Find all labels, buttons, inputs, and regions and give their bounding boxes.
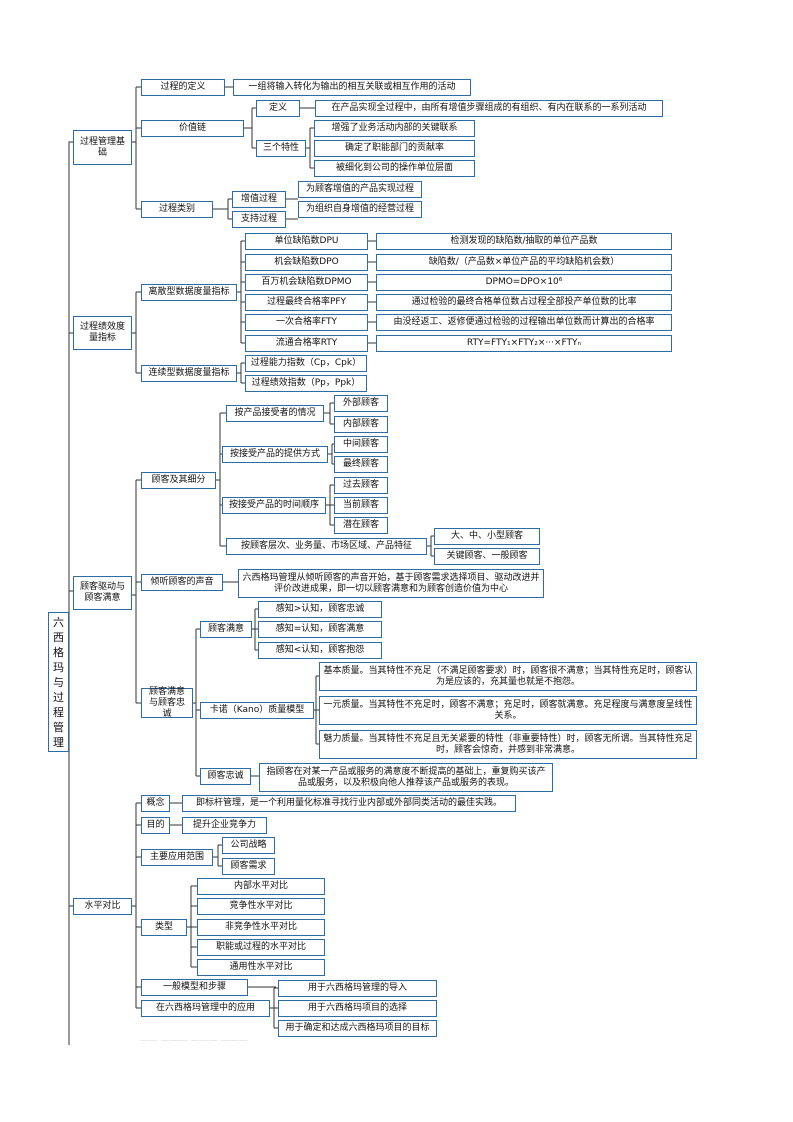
general-model-steps-label[interactable]: 一般模型和步骤	[141, 979, 248, 996]
internal-customer[interactable]: 内部顾客	[334, 416, 388, 433]
continuous-metrics-label[interactable]: 连续型数据度量指标	[141, 365, 237, 382]
app-project-goals[interactable]: 用于确定和达成六西格玛项目的目标	[278, 1020, 437, 1037]
value-chain-trait-3[interactable]: 被细化到公司的操作单位层面	[314, 160, 475, 177]
value-chain-label[interactable]: 价值链	[141, 120, 244, 137]
key-general-customer[interactable]: 关键顾客、一般顾客	[434, 548, 540, 565]
metric-pp-ppk[interactable]: 过程绩效指数（Pp，Ppk）	[245, 375, 367, 392]
perception-below[interactable]: 感知<认知，顾客抱怨	[258, 642, 382, 659]
concept-text[interactable]: 即标杆管理，是一个利用量化标准寻找行业内部或外部同类活动的最佳实践。	[182, 795, 516, 812]
value-add-process-label[interactable]: 增值过程	[232, 191, 286, 208]
type-non-competitive[interactable]: 非竞争性水平对比	[197, 919, 325, 936]
process-category-label[interactable]: 过程类别	[141, 201, 213, 218]
value-chain-trait-1[interactable]: 增强了业务活动内部的关键联系	[314, 120, 475, 137]
benchmark-type-label[interactable]: 类型	[141, 919, 187, 936]
intermediate-customer[interactable]: 中间顾客	[334, 436, 388, 453]
perception-equal[interactable]: 感知=认知，顾客满意	[258, 621, 382, 638]
metric-fty[interactable]: 一次合格率FTY	[245, 314, 368, 331]
voice-of-customer-label[interactable]: 倾听顾客的声音	[141, 574, 223, 591]
metric-dpu[interactable]: 单位缺陷数DPU	[245, 233, 368, 250]
branch-performance-metrics[interactable]: 过程绩效度量指标	[73, 316, 132, 350]
value-chain-definition-text[interactable]: 在产品实现全过程中，由所有增值步骤组成的有组织、有内在联系的一系列活动	[315, 100, 663, 117]
kano-attractive-quality[interactable]: 魅力质量。当其特性不充足且无关紧要的特性（非重要特性）时，顾客无所谓。当其特性充…	[319, 730, 697, 759]
branch-customer-driven[interactable]: 顾客驱动与顾客满意	[73, 576, 132, 610]
app-introduction[interactable]: 用于六西格玛管理的导入	[278, 980, 437, 997]
discrete-metrics-label[interactable]: 离散型数据度量指标	[141, 284, 237, 301]
branch-process-mgmt-basics[interactable]: 过程管理基础	[73, 130, 132, 165]
app-project-selection[interactable]: 用于六西格玛项目的选择	[278, 1000, 437, 1017]
segment-by-delivery[interactable]: 按接受产品的提供方式	[222, 446, 328, 463]
customer-loyalty-label[interactable]: 顾客忠诚	[200, 768, 251, 785]
support-process-text[interactable]: 为组织自身增值的经营过程	[298, 201, 422, 218]
value-chain-definition-label[interactable]: 定义	[256, 100, 300, 117]
concept-label[interactable]: 概念	[141, 795, 170, 812]
cut-off-fragment: —— ——— ——— ———	[140, 1040, 248, 1045]
metric-cp-cpk[interactable]: 过程能力指数（Cp，Cpk）	[245, 355, 367, 372]
past-customer[interactable]: 过去顾客	[334, 477, 388, 494]
metric-pfy[interactable]: 过程最终合格率PFY	[245, 294, 368, 311]
customer-satisfaction-label[interactable]: 顾客满意	[200, 621, 252, 638]
current-customer[interactable]: 当前顾客	[334, 497, 388, 514]
process-definition-text[interactable]: 一组将输入转化为输出的相互关联或相互作用的活动	[233, 79, 471, 96]
type-internal[interactable]: 内部水平对比	[197, 878, 325, 895]
metric-rty[interactable]: 流通合格率RTY	[245, 335, 368, 352]
segment-by-level[interactable]: 按顾客层次、业务量、市场区域、产品特征	[226, 538, 427, 555]
process-definition-label[interactable]: 过程的定义	[141, 79, 225, 96]
metric-dpo-desc[interactable]: 缺陷数/（产品数×单位产品的平均缺陷机会数）	[376, 254, 672, 271]
metric-dpmo-desc[interactable]: DPMO=DPO×10⁶	[376, 274, 672, 291]
metric-dpmo[interactable]: 百万机会缺陷数DPMO	[245, 274, 368, 291]
metric-pfy-desc[interactable]: 通过检验的最终合格单位数占过程全部投产单位数的比率	[376, 294, 672, 311]
perception-above[interactable]: 感知>认知，顾客忠诚	[258, 601, 382, 618]
branch-benchmarking[interactable]: 水平对比	[73, 898, 132, 915]
six-sigma-application-label[interactable]: 在六西格玛管理中的应用	[141, 1000, 270, 1017]
kano-model-label[interactable]: 卡诺（Kano）质量模型	[200, 702, 314, 719]
voice-of-customer-text[interactable]: 六西格玛管理从倾听顾客的声音开始，基于顾客需求选择项目、驱动改进并评价改进成果，…	[238, 569, 544, 598]
scope-company-strategy[interactable]: 公司战略	[222, 837, 275, 854]
purpose-label[interactable]: 目的	[141, 817, 170, 834]
customer-segmentation-label[interactable]: 顾客及其细分	[141, 472, 216, 489]
segment-by-time[interactable]: 按接受产品的时间顺序	[222, 497, 326, 514]
metric-dpu-desc[interactable]: 检测发现的缺陷数/抽取的单位产品数	[376, 233, 672, 250]
value-add-process-text[interactable]: 为顾客增值的产品实现过程	[298, 181, 422, 198]
potential-customer[interactable]: 潜在顾客	[334, 517, 388, 534]
metric-dpo[interactable]: 机会缺陷数DPO	[245, 254, 368, 271]
type-competitive[interactable]: 竞争性水平对比	[197, 898, 325, 915]
external-customer[interactable]: 外部顾客	[334, 395, 388, 412]
type-functional-process[interactable]: 职能或过程的水平对比	[197, 939, 325, 956]
application-scope-label[interactable]: 主要应用范围	[141, 849, 213, 866]
type-generic[interactable]: 通用性水平对比	[197, 959, 325, 976]
satisfaction-loyalty-label[interactable]: 顾客满意与顾客忠诚	[141, 687, 193, 719]
metric-rty-desc[interactable]: RTY=FTY₁×FTY₂×···×FTYₙ	[376, 335, 672, 352]
root-node[interactable]: 六西格玛与过程管理	[48, 612, 69, 752]
support-process-label[interactable]: 支持过程	[232, 211, 286, 228]
kano-basic-quality[interactable]: 基本质量。当其特性不充足（不满足顾客要求）时，顾客很不满意；当其特性充足时，顾客…	[319, 662, 697, 691]
customer-loyalty-text[interactable]: 指顾客在对某一产品或服务的满意度不断提高的基础上，重复购买该产品或服务，以及积极…	[259, 763, 553, 792]
scope-customer-needs[interactable]: 顾客需求	[222, 858, 275, 875]
metric-fty-desc[interactable]: 由没经返工、返修便通过检验的过程输出单位数而计算出的合格率	[376, 314, 672, 331]
purpose-text[interactable]: 提升企业竞争力	[182, 817, 267, 834]
segment-by-receiver[interactable]: 按产品接受者的情况	[226, 405, 324, 422]
value-chain-traits-label[interactable]: 三个特性	[256, 140, 306, 157]
final-customer[interactable]: 最终顾客	[334, 456, 388, 473]
kano-one-dimensional-quality[interactable]: 一元质量。当其特性不充足时，顾客不满意；充足时，顾客就满意。充足程度与满意度呈线…	[319, 696, 697, 725]
value-chain-trait-2[interactable]: 确定了职能部门的贡献率	[314, 140, 475, 157]
customer-size[interactable]: 大、中、小型顾客	[434, 528, 540, 545]
